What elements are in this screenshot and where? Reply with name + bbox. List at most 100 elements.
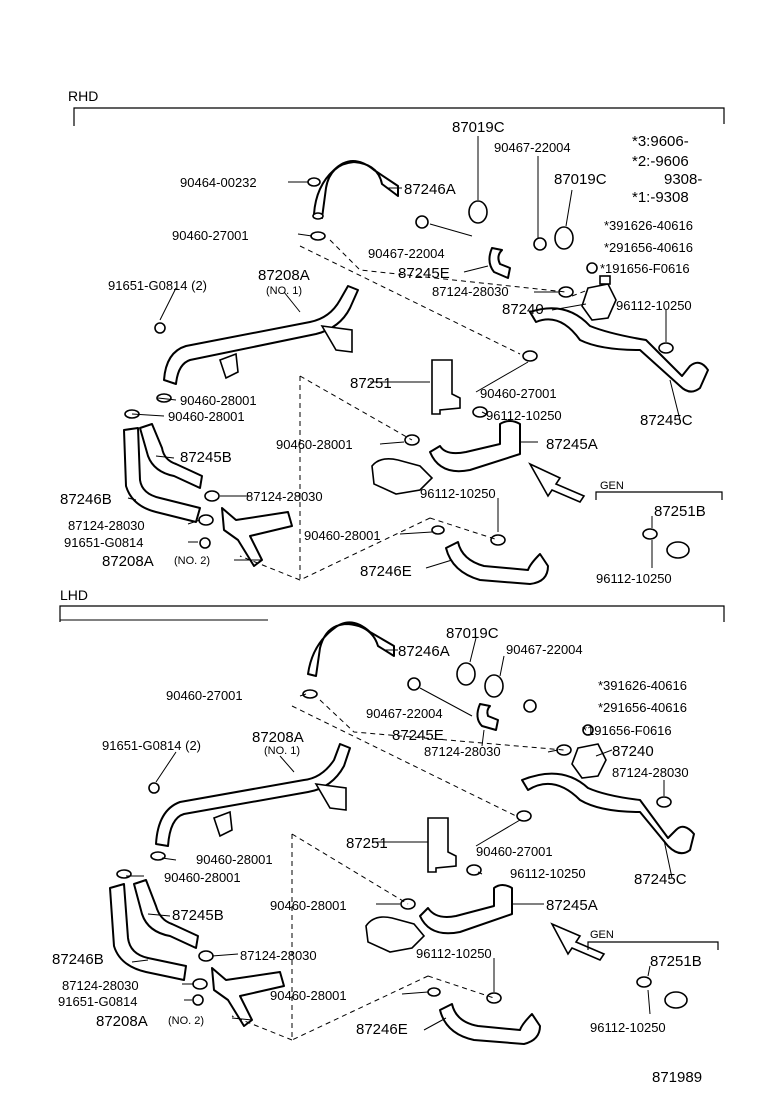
label-90467-22004-b: 90467-22004 (366, 706, 443, 721)
label-90460-28001-a: 90460-28001 (196, 852, 273, 867)
hose-87245a (429, 420, 521, 473)
clamp-90460-28001-d (431, 525, 445, 535)
engine-outlet (365, 916, 426, 953)
hose-87246b (109, 883, 187, 981)
hose-87246a (307, 621, 395, 677)
label-87245c: 87245C (634, 871, 687, 888)
hose-87246a (313, 160, 399, 219)
grommet-87019c-b (484, 674, 504, 698)
clamp-90460-27001-a (310, 231, 326, 241)
clamp-90467-22004-a (415, 215, 429, 229)
label-87124-28030-a: 87124-28030 (424, 744, 501, 759)
label-90460-28001-a: 90460-28001 (180, 393, 257, 408)
clamp-90467-22004-b (523, 699, 537, 713)
label-91651-g0814-2: 91651-G0814 (2) (102, 738, 201, 753)
label-no2: (NO. 2) (168, 1015, 204, 1027)
label-87246e: 87246E (360, 563, 412, 580)
pipe-bracket-no1-b (212, 810, 233, 838)
label-96112-10250-c: 96112-10250 (420, 486, 496, 501)
water-valve-87240 (571, 743, 607, 779)
pipe-bracket-no1-b (218, 352, 239, 380)
lhd-header: LHD (60, 587, 88, 603)
clamp-96112-10250-c (490, 534, 506, 546)
label-90460-28001-b: 90460-28001 (164, 870, 241, 885)
label-87240: 87240 (502, 301, 544, 318)
dash-lines-rhd (239, 239, 589, 581)
hose-87245e (488, 247, 511, 279)
bolt-91656-f0616 (586, 262, 598, 274)
hose-87245b (133, 879, 199, 949)
label-90467-22004-b: 90467-22004 (368, 246, 445, 261)
variant-1: *191656-F0616 (582, 723, 672, 738)
label-90460-28001-d: 90460-28001 (270, 988, 347, 1003)
label-87246a: 87246A (398, 643, 450, 660)
water-valve-87240 (581, 283, 617, 321)
leader-lines-rhd (127, 136, 681, 569)
pipe-bracket-no1 (314, 782, 347, 811)
label-87019c: 87019C (446, 625, 499, 642)
rhd-frame (73, 107, 725, 126)
clamp-90464-00232 (307, 177, 321, 187)
bolt-91651-g0814-2 (154, 322, 166, 334)
note-3: 9308- (664, 171, 702, 188)
label-87124-28030-c: 87124-28030 (62, 978, 139, 993)
hose-end-87246a (312, 212, 324, 220)
variant-2: *291656-40616 (598, 700, 687, 715)
label-87124-28030-b: 87124-28030 (240, 948, 317, 963)
label-87019c-right: 87019C (554, 171, 607, 188)
hose-87245b (139, 423, 203, 489)
label-87208a-no2: 87208A (96, 1013, 148, 1030)
label-90460-28001-c: 90460-28001 (270, 898, 347, 913)
label-90460-28001-c: 90460-28001 (276, 437, 353, 452)
label-90460-27001-b: 90460-27001 (480, 386, 557, 401)
gen-frame (587, 941, 719, 950)
label-87245b: 87245B (172, 907, 224, 924)
clamp-96112-10250-b (472, 406, 488, 418)
clamp-87124-28030-b (204, 490, 220, 502)
pipe-87208a-no1 (163, 285, 359, 385)
clamp-90460-28001-a (156, 393, 172, 403)
bolt-91651-g0814-2 (148, 782, 160, 794)
hose-87245e (476, 703, 499, 731)
pipe-87208a-no2 (211, 967, 285, 1027)
label-gen: GEN (600, 480, 624, 492)
lhd-section: LHD (52, 587, 725, 1045)
label-90460-27001-a: 90460-27001 (172, 228, 249, 243)
label-90460-28001-b: 90460-28001 (168, 409, 245, 424)
label-87245e: 87245E (392, 727, 444, 744)
label-87246a: 87246A (404, 181, 456, 198)
hose-87245c (529, 307, 709, 393)
label-87124-28030-b: 87124-28030 (246, 489, 323, 504)
hose-87246b (123, 427, 201, 523)
plug-87251b (666, 541, 690, 559)
label-90460-28001-d: 90460-28001 (304, 528, 381, 543)
hose-87245c (521, 772, 695, 855)
label-87124-28030-d: 87124-28030 (612, 765, 689, 780)
label-87246e: 87246E (356, 1021, 408, 1038)
label-87251: 87251 (346, 835, 388, 852)
label-96112-10250-d: 96112-10250 (596, 571, 672, 586)
variant-3: *391626-40616 (604, 218, 693, 233)
label-87240: 87240 (612, 743, 654, 760)
label-87245a: 87245A (546, 897, 598, 914)
label-87208a-no1: 87208A (252, 729, 304, 746)
clamp-96112-10250-b (466, 864, 482, 876)
label-90460-27001-b: 90460-27001 (476, 844, 553, 859)
clamp-90460-28001-b (116, 869, 132, 879)
gen-arrow (550, 922, 606, 961)
grommet-87019c-a (468, 200, 488, 224)
pipe-87208a-no2 (221, 507, 293, 567)
label-91651-g0814: 91651-G0814 (64, 535, 144, 550)
footer-code: 871989 (652, 1069, 702, 1086)
label-96112-10250-b: 96112-10250 (486, 408, 562, 423)
valve-cap-87240 (599, 275, 611, 285)
hose-87245a (419, 884, 513, 935)
valve-87251 (427, 817, 457, 873)
clamp-87124-28030-c (192, 978, 208, 990)
label-no1: (NO. 1) (266, 285, 302, 297)
note-1: *3:9606- (632, 133, 689, 150)
rhd-section: RHD (60, 88, 725, 586)
label-96112-10250-b: 96112-10250 (510, 866, 586, 881)
clamp-90467-22004-b (533, 237, 547, 251)
